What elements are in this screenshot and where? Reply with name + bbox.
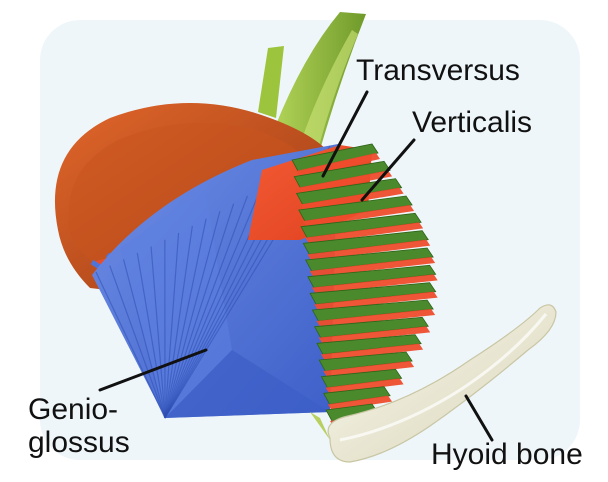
label-genioglossus-line2: glossus (28, 426, 130, 460)
label-transversus: Transversus (356, 54, 520, 88)
label-hyoid-bone: Hyoid bone (431, 438, 583, 472)
label-genioglossus-line1: Genio- (28, 393, 118, 427)
label-verticalis: Verticalis (412, 106, 532, 140)
